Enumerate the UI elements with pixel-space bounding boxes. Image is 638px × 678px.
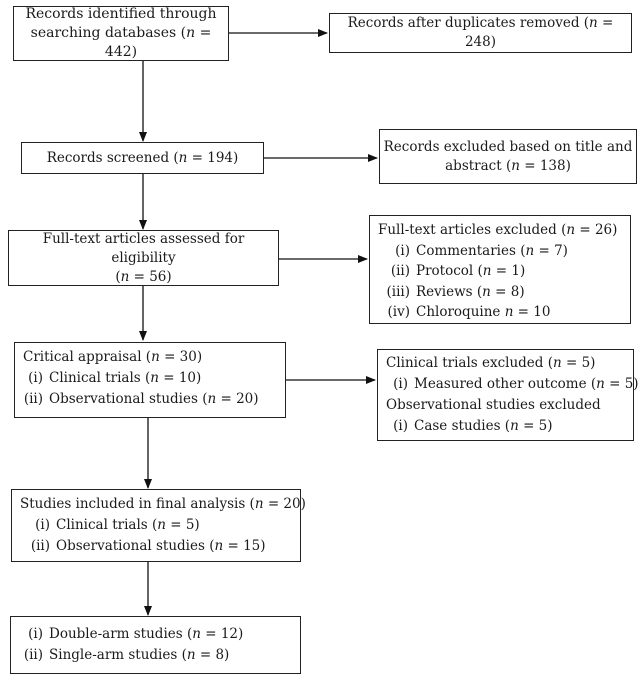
list-item: (ii)Observational studies (n = 15) (30, 538, 266, 554)
studies-included-title: Studies included in final analysis (n = … (20, 496, 306, 512)
records-duplicates-text: Records after duplicates removed (n = 24… (347, 15, 614, 50)
list-item: (i)Commentaries (n = 7) (395, 242, 568, 259)
list-item: (i)Clinical trials (n = 10) (28, 370, 202, 386)
records-excluded-line1: Records excluded based on title and (383, 138, 633, 155)
box-trials-excluded: Clinical trials excluded (n = 5) (i)Meas… (377, 349, 638, 441)
list-item: (iv)Chloroquine n = 10 (387, 304, 551, 320)
box-records-duplicates: Records after duplicates removed (n = 24… (329, 13, 632, 53)
records-screened-text: Records screened (n = 194) (46, 149, 239, 166)
list-item: (i)Case studies (n = 5) (393, 418, 553, 434)
box-records-screened: Records screened (n = 194) (21, 142, 264, 174)
fulltext-assessed-line1: Full-text articles assessed for eligibil… (42, 230, 245, 266)
list-item: (ii)Single-arm studies (n = 8) (23, 647, 230, 663)
box-fulltext-excluded: Full-text articles excluded (n = 26) (i)… (369, 215, 631, 324)
box-records-identified: Records identified through searching dat… (13, 6, 229, 61)
box-records-excluded-title: Records excluded based on title and abst… (379, 129, 637, 184)
critical-appraisal-title: Critical appraisal (n = 30) (23, 349, 203, 365)
list-item: (i)Clinical trials (n = 5) (35, 517, 200, 533)
list-item: (i)Measured other outcome (n = 5) (393, 376, 638, 392)
list-item: (ii)Observational studies (n = 20) (23, 391, 259, 407)
box-critical-appraisal: Critical appraisal (n = 30) (i)Clinical … (14, 342, 286, 418)
box-studies-included: Studies included in final analysis (n = … (11, 489, 306, 562)
records-excluded-line2: abstract (n = 138) (445, 157, 571, 174)
list-item: (iii)Reviews (n = 8) (386, 283, 525, 300)
fulltext-assessed-line2: (n = 56) (115, 268, 172, 285)
box-study-arms: (i)Double-arm studies (n = 12) (ii)Singl… (10, 616, 301, 674)
list-item: (i)Double-arm studies (n = 12) (28, 626, 244, 642)
box-fulltext-assessed: Full-text articles assessed for eligibil… (8, 230, 279, 286)
list-item: (ii)Protocol (n = 1) (390, 263, 526, 279)
records-identified-line2: searching databases (n = 442) (30, 25, 212, 60)
fulltext-excluded-title: Full-text articles excluded (n = 26) (378, 222, 618, 238)
trials-excluded-title: Clinical trials excluded (n = 5) (386, 355, 596, 371)
observational-excluded-title: Observational studies excluded (386, 397, 601, 413)
records-identified-line1: Records identified through (25, 6, 217, 22)
